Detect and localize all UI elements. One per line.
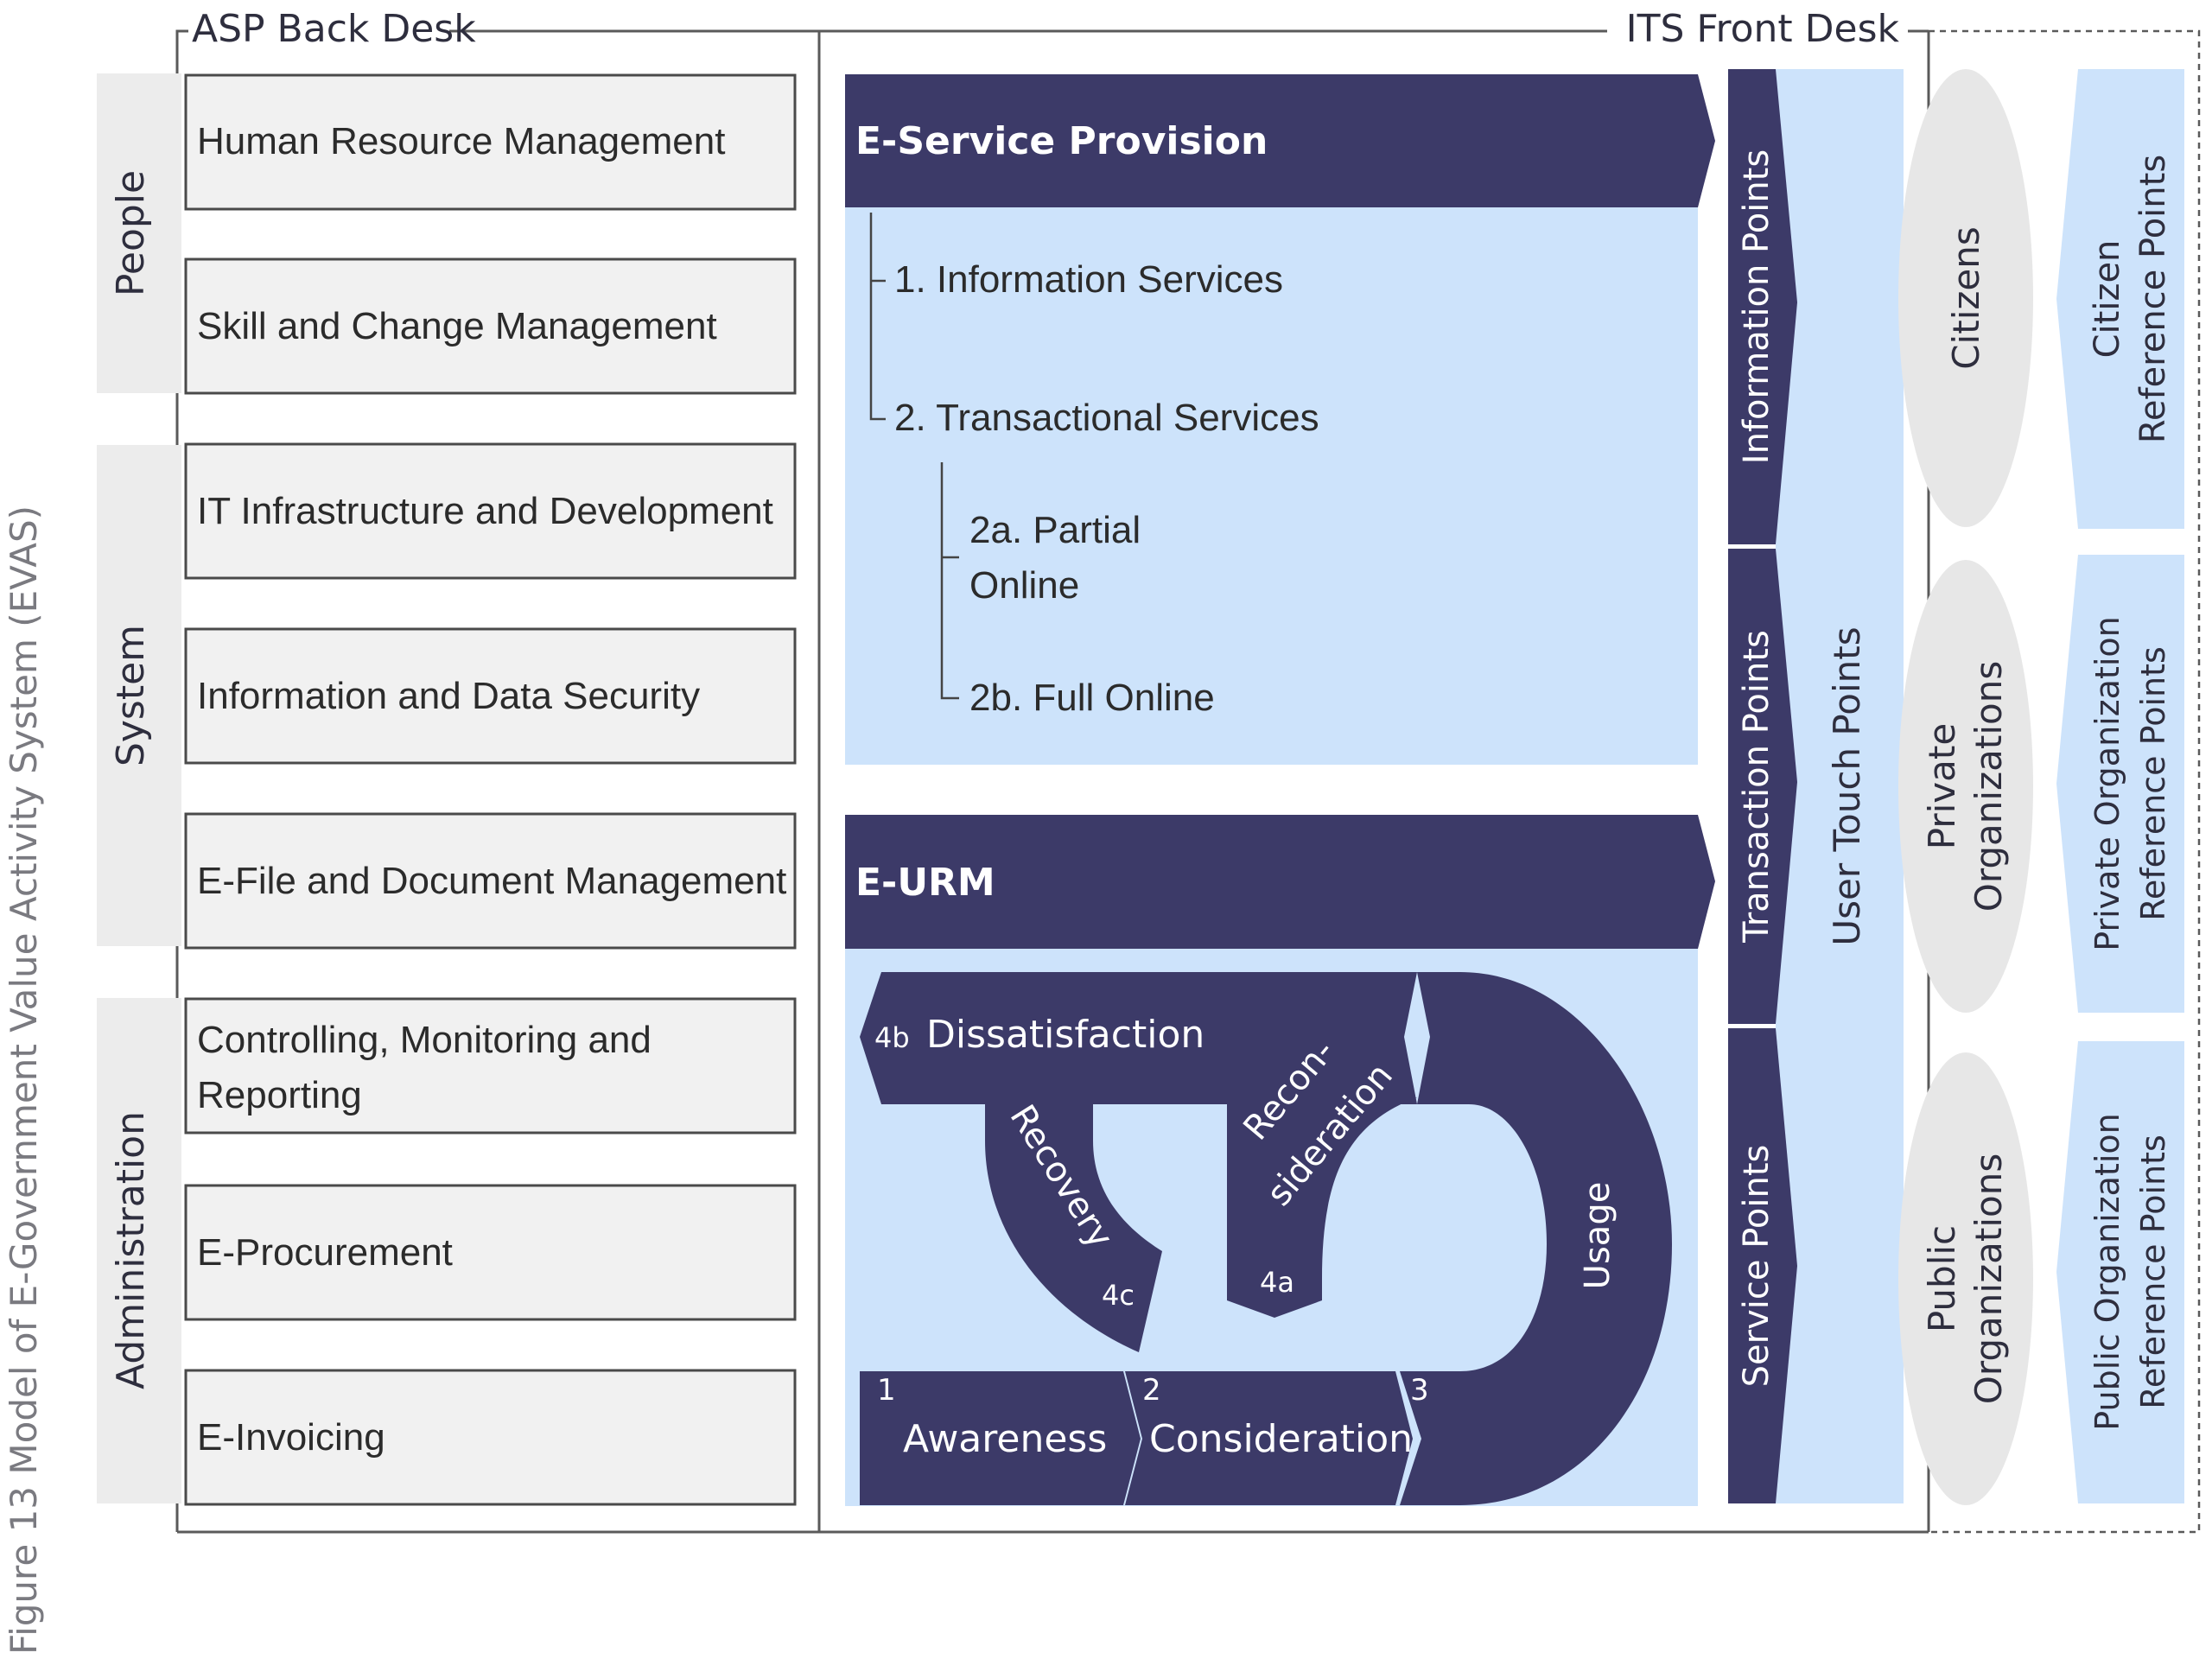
- eservice-info-services: 1. Information Services: [894, 258, 1283, 301]
- box-controlling-monitoring-reporting: Controlling, Monitoring and Reporting: [184, 997, 797, 1135]
- box-controlling-label-2: Reporting: [197, 1074, 362, 1116]
- eurm-panel: E-URM 1 Awareness 2 Consideration 3 Usag…: [845, 815, 1715, 1506]
- dissatisfaction-label: Dissatisfaction: [926, 1013, 1205, 1057]
- step2-label: Consideration: [1149, 1417, 1413, 1461]
- step3-number: 3: [1410, 1373, 1429, 1408]
- box-e-invoicing: E-Invoicing: [184, 1369, 797, 1506]
- reference-public-organization: Public Organization Reference Points: [2056, 1041, 2184, 1503]
- box-hrm-label: Human Resource Management: [197, 120, 725, 162]
- box-controlling-label-1: Controlling, Monitoring and: [197, 1019, 652, 1061]
- citizen-ref-label-2: Reference Points: [2133, 155, 2173, 443]
- public-org-label-1: Public: [1921, 1225, 1963, 1332]
- reference-citizen: Citizen Reference Points: [2056, 69, 2184, 529]
- eservice-title: E-Service Provision: [855, 119, 1268, 163]
- box-skill-label: Skill and Change Management: [197, 305, 717, 347]
- dissatisfaction-band: [860, 972, 1417, 1104]
- private-org-label-1: Private: [1921, 723, 1963, 849]
- group-people: People: [97, 73, 181, 393]
- step1-number: 1: [877, 1373, 896, 1408]
- box-procurement-label: E-Procurement: [197, 1231, 453, 1274]
- group-people-label: People: [109, 170, 153, 296]
- public-ref-label-1: Public Organization: [2088, 1113, 2126, 1430]
- eurm-header-arrow: [845, 815, 1715, 949]
- public-ref-label-2: Reference Points: [2134, 1135, 2172, 1409]
- reference-private-organization: Private Organization Reference Points: [2056, 555, 2184, 1013]
- citizens-label: Citizens: [1945, 226, 1987, 370]
- box-info-security-label: Information and Data Security: [197, 675, 700, 717]
- usage-label: Usage: [1578, 1182, 1618, 1290]
- group-administration-label: Administration: [109, 1111, 153, 1389]
- group-administration: Administration: [97, 998, 181, 1503]
- private-org-label-2: Organizations: [1967, 661, 2010, 912]
- user-touch-points-label: User Touch Points: [1826, 626, 1868, 945]
- transaction-points-arrow: [1728, 549, 1797, 1024]
- step4c-number: 4c: [1102, 1279, 1135, 1312]
- step-consideration: [1125, 1371, 1413, 1505]
- service-points-label: Service Points: [1737, 1145, 1777, 1388]
- box-it-infrastructure: IT Infrastructure and Development: [184, 442, 797, 580]
- eservice-header-arrow: [845, 74, 1715, 207]
- usage-arc: [1400, 972, 1672, 1505]
- stakeholder-citizens: Citizens: [1898, 69, 2033, 527]
- service-points-arrow: [1728, 1028, 1797, 1503]
- step4a-number: 4a: [1260, 1266, 1294, 1299]
- stakeholder-dashed-frame: [1929, 29, 2201, 1534]
- eservice-full-online: 2b. Full Online: [969, 677, 1215, 719]
- information-points-label: Information Points: [1737, 149, 1777, 464]
- citizen-ref-label-1: Citizen: [2088, 240, 2127, 359]
- box-it-infra-label: IT Infrastructure and Development: [197, 490, 773, 532]
- stakeholder-private-organizations: Private Organizations: [1898, 560, 2033, 1013]
- figure-caption: Figure 13 Model of E-Government Value Ac…: [3, 505, 45, 1655]
- step4b-number: 4b: [874, 1021, 910, 1054]
- reconsideration-arm: [1227, 1097, 1417, 1318]
- step1-label: Awareness: [903, 1417, 1107, 1461]
- box-human-resource-management: Human Resource Management: [184, 73, 797, 211]
- public-org-label-2: Organizations: [1967, 1154, 2010, 1404]
- information-points-arrow: [1728, 69, 1797, 544]
- eservice-partial-online-1: 2a. Partial: [969, 509, 1141, 551]
- eservice-panel: E-Service Provision 1. Information Servi…: [845, 74, 1715, 765]
- group-system-label: System: [109, 625, 153, 766]
- box-information-and-data-security: Information and Data Security: [184, 627, 797, 765]
- step-awareness: [860, 1371, 1141, 1505]
- stakeholder-public-organizations: Public Organizations: [1898, 1052, 2033, 1505]
- front-desk-header: ITS Front Desk: [1626, 7, 1900, 51]
- group-system: System: [97, 445, 181, 946]
- step2-number: 2: [1142, 1373, 1161, 1408]
- back-desk-header: ASP Back Desk: [192, 7, 476, 51]
- box-skill-and-change-management: Skill and Change Management: [184, 257, 797, 395]
- transaction-points-label: Transaction Points: [1737, 630, 1777, 944]
- box-efile-label: E-File and Document Management: [197, 860, 786, 902]
- private-ref-label-1: Private Organization: [2088, 616, 2126, 951]
- eurm-title: E-URM: [855, 861, 995, 905]
- touch-points-column: User Touch Points Information Points Tra…: [1728, 69, 1904, 1503]
- recovery-arm: [985, 1097, 1162, 1352]
- private-ref-label-2: Reference Points: [2134, 646, 2172, 921]
- eservice-transactional-services: 2. Transactional Services: [894, 397, 1319, 439]
- back-desk-frame: [175, 29, 1929, 1534]
- box-invoicing-label: E-Invoicing: [197, 1416, 385, 1459]
- eservice-partial-online-2: Online: [969, 564, 1079, 607]
- box-e-procurement: E-Procurement: [184, 1184, 797, 1321]
- box-efile-document-management: E-File and Document Management: [184, 812, 797, 950]
